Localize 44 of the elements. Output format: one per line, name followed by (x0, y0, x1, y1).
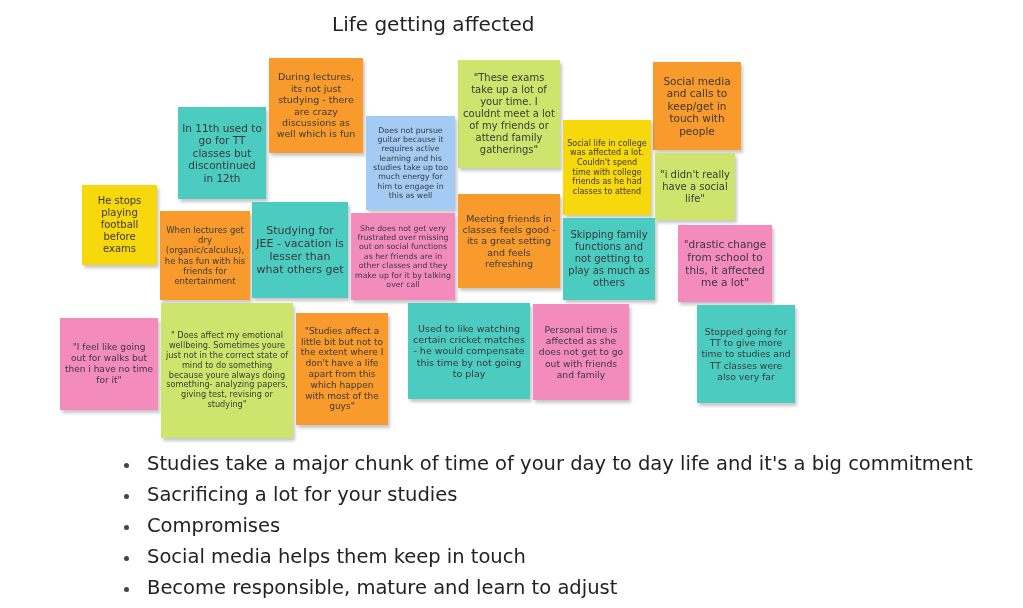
note-text: "i didn't really have a social life" (659, 168, 731, 205)
note-text: Social life in college was affected a lot. Couldn't spend time with college friends as he had classes to attend (567, 138, 647, 197)
bullet-text: Social media helps them keep in touch (147, 545, 526, 568)
sticky-note (458, 194, 560, 288)
note-text: "These exams take up a lot of your time. I couldnt meet a lot of my friends or attend family gatherings" (462, 72, 556, 156)
bullet-text: Become responsible, mature and learn to adjust (147, 576, 618, 599)
sticky-note (161, 303, 293, 438)
bullet-text: Studies take a major chunk of time of your day to day life and it's a big commitment (147, 452, 973, 475)
note-text: In 11th used to go for TT classes but discontinued in 12th (182, 121, 262, 185)
sticky-note (160, 211, 250, 300)
note-text: Stopped going for TT to give more time to studies and TT classes were also very far (701, 326, 791, 382)
sticky-note (351, 213, 455, 300)
sticky-note (82, 185, 157, 265)
sticky-note (269, 58, 363, 153)
note-text: During lectures, its not just studying - there are crazy discussions as well which is fun (275, 71, 357, 140)
note-text: Social media and calls to keep/get in touch with people (662, 74, 732, 138)
note-text: Skipping family functions and not getting to play as much as others (567, 229, 651, 289)
note-text: " Does affect my emotional wellbeing. Sometimes youre just not in the correct state of mind to do something because youre always doing something- analyzing papers, giving test, revising or studying" (165, 331, 289, 410)
sticky-note (252, 202, 348, 298)
sticky-note (697, 305, 795, 403)
note-text: Meeting friends in classes feels good - its a great setting and feels refreshing (462, 212, 556, 270)
bullet-text: Sacrificing a lot for your studies (147, 483, 458, 506)
sticky-note (533, 304, 629, 400)
note-text: Studying for JEE - vacation is lesser than what others get (256, 223, 344, 277)
sticky-note (408, 303, 530, 399)
note-text: Personal time is affected as she does not get to go out with friends and family (537, 324, 625, 380)
sticky-note (678, 225, 772, 302)
sticky-note (178, 107, 266, 199)
note-text: "I feel like going out for walks but then i have no time for it" (64, 342, 154, 386)
sticky-note (366, 116, 455, 210)
sticky-note (458, 60, 560, 168)
sticky-note (655, 153, 735, 220)
sticky-note (60, 318, 158, 410)
note-text: Used to like watching certain cricket matches - he would compensate this time by not going to play (412, 322, 526, 380)
note-text: He stops playing football before exams (96, 195, 143, 255)
sticky-note (296, 313, 388, 425)
bullet-text: Compromises (147, 514, 281, 537)
sticky-note (563, 120, 651, 215)
sticky-note (563, 218, 655, 300)
board-title: Life getting affected (332, 12, 535, 36)
note-text: "Studies affect a little bit but not to the extent where I don't have a life apart from this which happen with most of the guys" (300, 325, 384, 413)
note-text: "drastic change from school to this, it affected me a lot" (682, 238, 768, 289)
note-text: When lectures get dry (organic/calculus), he has fun with his friends for entertainment (164, 224, 246, 287)
sticky-note (653, 62, 741, 150)
